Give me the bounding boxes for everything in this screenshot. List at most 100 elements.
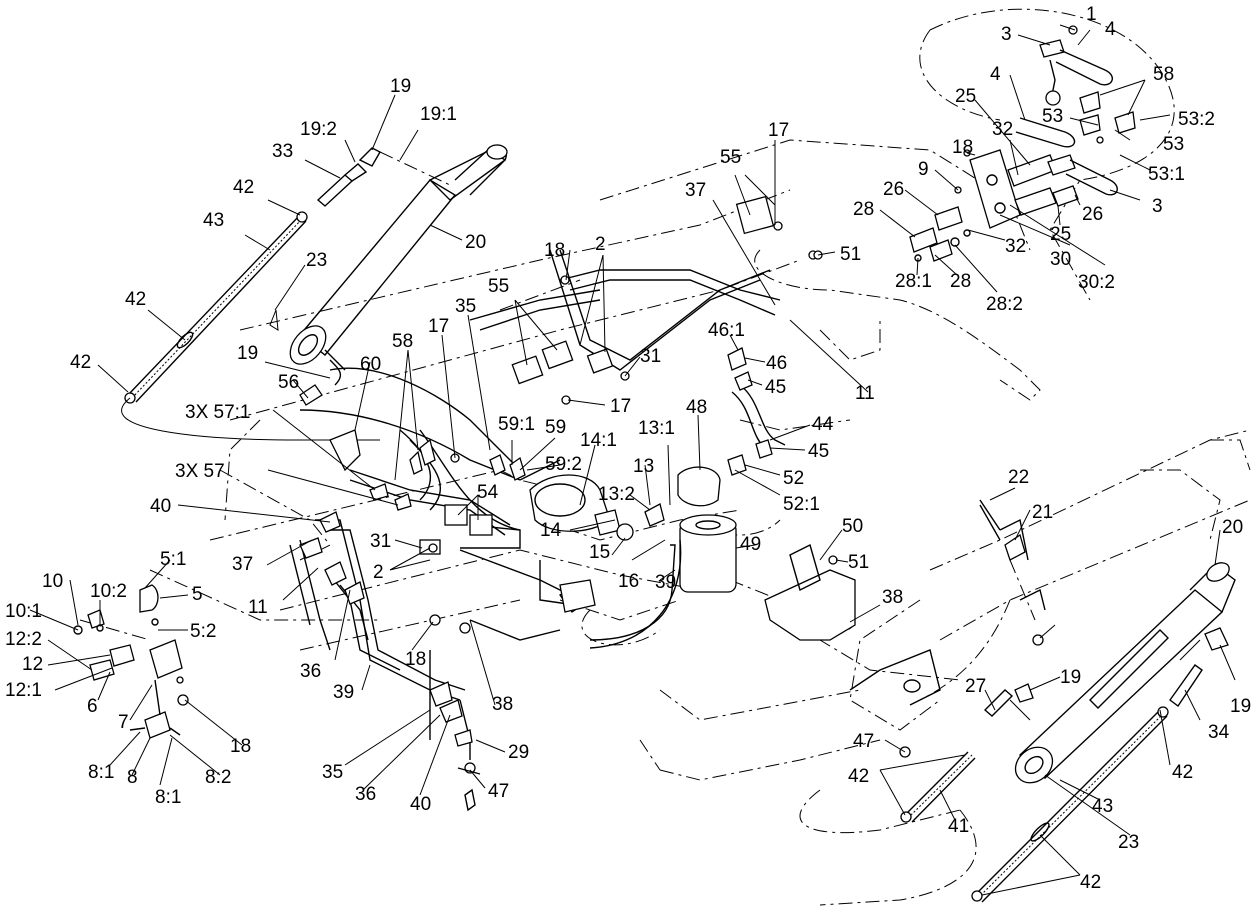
- callout: 49: [740, 534, 761, 555]
- callout: 46:1: [708, 320, 745, 341]
- callout: 21: [1032, 502, 1053, 523]
- callout: 8:1: [88, 762, 114, 783]
- callout: 26: [883, 179, 904, 200]
- callout: 18: [230, 736, 251, 757]
- callout: 28:1: [895, 271, 932, 292]
- callout: 58: [1153, 64, 1174, 85]
- callout: 51: [840, 244, 861, 265]
- callout: 12:1: [5, 680, 42, 701]
- callout: 31: [370, 531, 391, 552]
- callout: 60: [360, 354, 381, 375]
- callout: 9: [918, 159, 929, 180]
- callout: 12: [22, 654, 43, 675]
- callout: 18: [405, 649, 426, 670]
- callout: 7: [118, 712, 129, 733]
- callout: 1: [1086, 4, 1097, 25]
- callout: 18: [544, 240, 565, 261]
- callout: 8:1: [155, 787, 181, 808]
- callout: 59: [545, 417, 566, 438]
- callout: 29: [508, 742, 529, 763]
- callout: 43: [1092, 796, 1113, 817]
- callout-labels: 1 4 3 58 4 25 53 53:2 53 17 32 18 9 53:1…: [5, 4, 1251, 893]
- callout: 2: [373, 562, 384, 583]
- callout: 15: [589, 542, 610, 563]
- callout: 40: [150, 496, 171, 517]
- bracket-50: [764, 543, 856, 641]
- callout: 26: [1082, 204, 1103, 225]
- callout: 5: [192, 584, 203, 605]
- callout: 23: [1118, 832, 1139, 853]
- callout: 41: [948, 816, 969, 837]
- callout: 35: [455, 296, 476, 317]
- callout: 22: [1008, 467, 1029, 488]
- callout: 25: [1050, 224, 1071, 245]
- chassis-frame: [79, 8, 1251, 906]
- callout: 28: [853, 199, 874, 220]
- callout: 5:1: [160, 549, 186, 570]
- callout: 13: [633, 456, 654, 477]
- callout: 4: [990, 64, 1001, 85]
- callout: 42: [233, 177, 254, 198]
- hydraulic-cylinder-right: [979, 504, 1236, 784]
- callout: 53: [1042, 106, 1063, 127]
- callout: 10:2: [90, 581, 127, 602]
- callout: 40: [410, 794, 431, 815]
- callout: 16: [618, 571, 639, 592]
- callout: 28:2: [986, 294, 1023, 315]
- callout: 17: [428, 316, 449, 337]
- callout: 11: [855, 383, 875, 404]
- leader-lines: [29, 24, 1236, 896]
- callout: 33: [272, 141, 293, 162]
- callout: 55: [720, 147, 741, 168]
- callout: 53:1: [1148, 164, 1185, 185]
- callout: 17: [768, 120, 789, 141]
- mounting-hardware: [457, 499, 1046, 812]
- callout: 50: [842, 516, 863, 537]
- hose-guard-springs-right: [900, 706, 1169, 903]
- callout: 39: [655, 572, 676, 593]
- callout: 19: [390, 76, 411, 97]
- callout: 10:1: [5, 601, 42, 622]
- callout: 38: [492, 694, 513, 715]
- callout: 19:2: [300, 119, 337, 140]
- callout: 19:1: [420, 104, 457, 125]
- callout: 47: [853, 731, 874, 752]
- callout: 59:2: [545, 454, 582, 475]
- callout: 3X 57:1: [185, 402, 251, 423]
- callout: 8:2: [205, 767, 231, 788]
- callout: 39: [333, 682, 354, 703]
- callout: 11: [248, 597, 268, 618]
- callout: 27: [965, 676, 986, 697]
- callout: 19: [1230, 696, 1251, 717]
- callout: 3: [1152, 196, 1163, 217]
- callout: 17: [610, 396, 631, 417]
- callout: 53: [1163, 134, 1184, 155]
- callout: 31: [640, 346, 661, 367]
- callout: 58: [392, 331, 413, 352]
- callout: 5:2: [190, 621, 216, 642]
- callout: 14: [540, 520, 562, 541]
- callout: 37: [232, 554, 253, 575]
- callout: 42: [1080, 872, 1101, 893]
- callout: 19: [1060, 667, 1081, 688]
- callout: 42: [1172, 762, 1193, 783]
- callout: 42: [70, 352, 91, 373]
- callout: 32: [992, 119, 1013, 140]
- callout: 6: [87, 696, 98, 717]
- callout: 23: [306, 250, 327, 271]
- callout: 37: [685, 180, 706, 201]
- callout: 2: [595, 234, 606, 255]
- callout: 56: [278, 372, 299, 393]
- callout: 42: [125, 289, 146, 310]
- callout: 20: [1222, 517, 1243, 538]
- hydraulic-tubes-center: [289, 249, 781, 760]
- callout: 59:1: [498, 414, 535, 435]
- callout: 46: [766, 353, 787, 374]
- callout: 13:2: [598, 484, 635, 505]
- callout: 47: [488, 781, 509, 802]
- callout: 38: [882, 587, 903, 608]
- callout: 44: [812, 414, 834, 435]
- callout: 45: [808, 441, 829, 462]
- callout: 36: [300, 661, 321, 682]
- callout: 14:1: [580, 430, 617, 451]
